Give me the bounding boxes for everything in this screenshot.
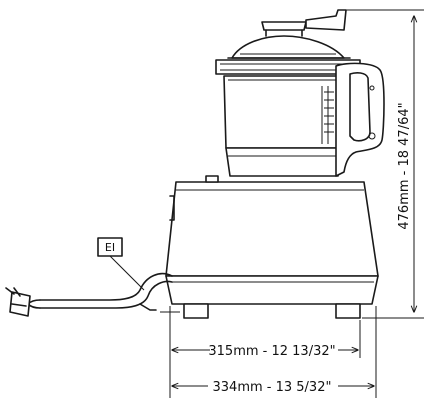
foot-left <box>183 303 209 319</box>
lid-dome <box>231 35 345 59</box>
bowl <box>223 75 345 177</box>
height-dimension-label: 476mm - 18 47/64" <box>397 102 412 229</box>
foot-right <box>335 303 361 319</box>
motor-base <box>165 175 379 319</box>
callout: EI <box>97 237 145 291</box>
lid-lever <box>305 9 347 31</box>
total-width-dimension-label: 334mm - 13 5/32" <box>213 380 332 395</box>
power-cord <box>5 272 180 317</box>
dimensions: 476mm - 18 47/64" 315mm - 12 13/32" 334m… <box>169 9 424 398</box>
callout-label: EI <box>105 241 115 254</box>
base-width-dimension-label: 315mm - 12 13/32" <box>208 344 335 359</box>
bowl-handle <box>335 62 385 177</box>
plug <box>9 291 31 317</box>
lid-knob <box>261 21 307 31</box>
